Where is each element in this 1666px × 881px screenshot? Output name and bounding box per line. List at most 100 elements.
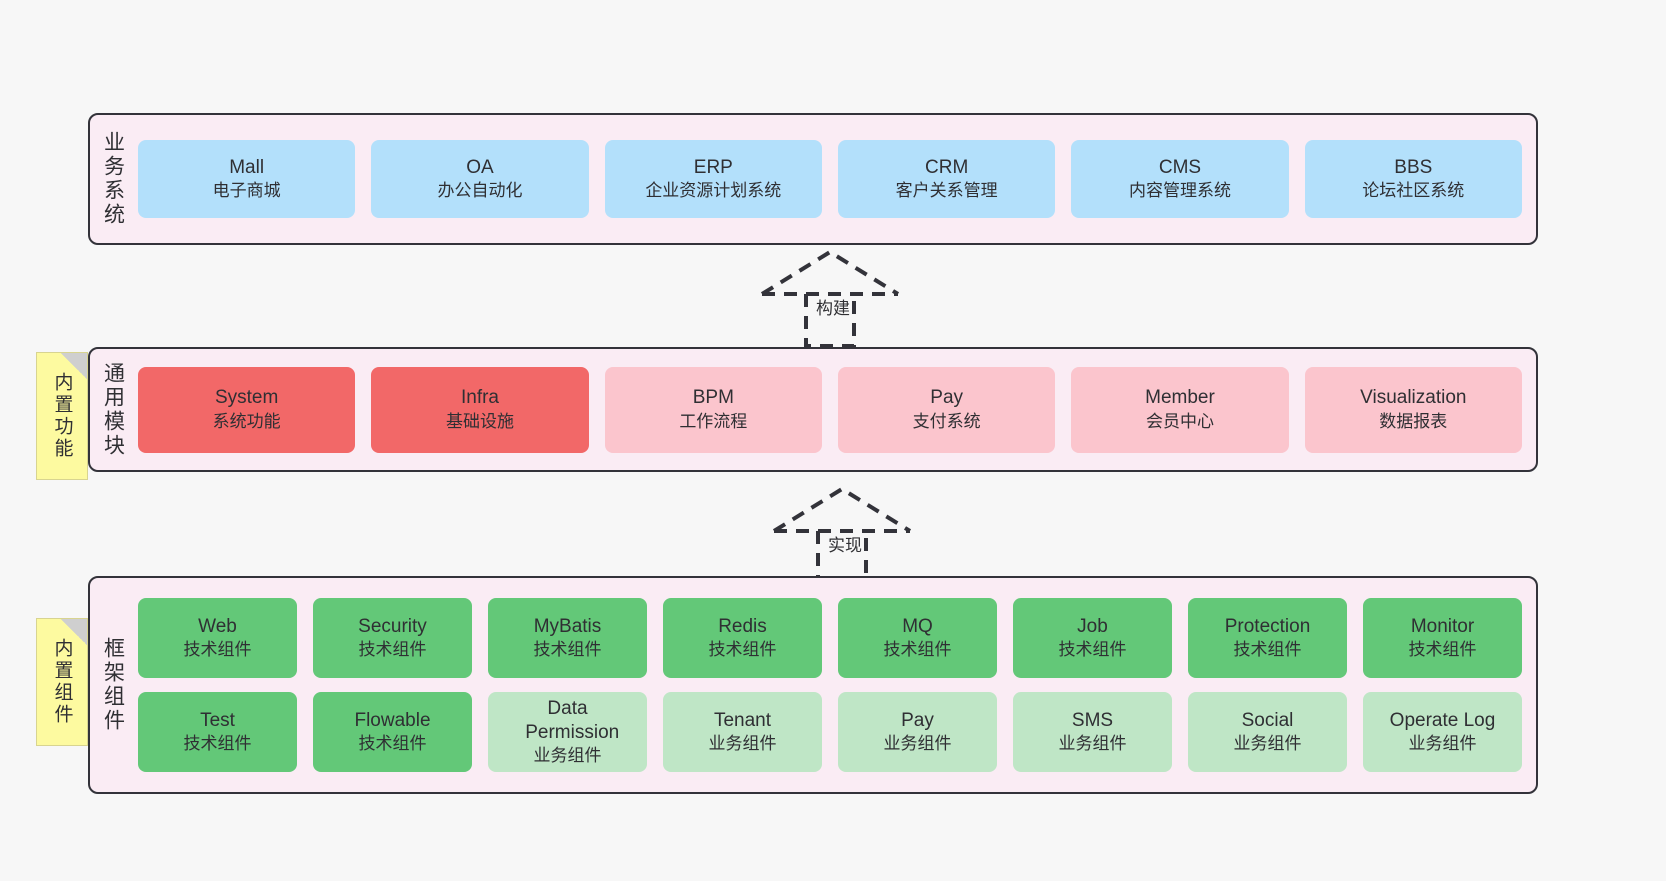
card-sms[interactable]: SMS 业务组件 bbox=[1013, 692, 1172, 772]
card-name: System bbox=[214, 387, 279, 409]
card-desc: 技术组件 bbox=[883, 640, 952, 660]
card-name: Mall bbox=[229, 156, 265, 178]
card-web[interactable]: Web 技术组件 bbox=[138, 598, 297, 678]
card-test[interactable]: Test 技术组件 bbox=[138, 692, 297, 772]
card-name: CRM bbox=[925, 156, 969, 178]
card-name: OA bbox=[466, 156, 494, 178]
card-mybatis[interactable]: MyBatis 技术组件 bbox=[488, 598, 647, 678]
card-name: Visualization bbox=[1360, 387, 1467, 409]
note-label: 内置组件 bbox=[51, 638, 73, 726]
card-name: BBS bbox=[1394, 156, 1433, 178]
card-desc: 基础设施 bbox=[445, 411, 514, 431]
card-desc: 业务组件 bbox=[1233, 734, 1302, 754]
card-desc: 业务组件 bbox=[708, 734, 777, 754]
card-social[interactable]: Social 业务组件 bbox=[1188, 692, 1347, 772]
card-desc: 技术组件 bbox=[358, 640, 427, 660]
card-security[interactable]: Security 技术组件 bbox=[313, 598, 472, 678]
layer-title-common-modules: 通用模块 bbox=[101, 361, 125, 458]
card-desc: 系统功能 bbox=[212, 411, 281, 431]
card-desc: 技术组件 bbox=[183, 734, 252, 754]
card-name: Web bbox=[198, 615, 237, 637]
card-name: SMS bbox=[1071, 709, 1114, 731]
note-builtin-features: 内置功能 bbox=[36, 352, 88, 480]
card-erp[interactable]: ERP 企业资源计划系统 bbox=[604, 140, 822, 218]
card-system[interactable]: System 系统功能 bbox=[138, 366, 356, 453]
card-visualization[interactable]: Visualization 数据报表 bbox=[1304, 366, 1522, 453]
card-name: Data Permission bbox=[525, 697, 620, 744]
card-name: Operate Log bbox=[1389, 709, 1496, 731]
card-redis[interactable]: Redis 技术组件 bbox=[663, 598, 822, 678]
layer-body-business-systems: Mall 电子商城 OA 办公自动化 ERP 企业资源计划系统 CRM 客户关系… bbox=[136, 115, 1536, 243]
card-member[interactable]: Member 会员中心 bbox=[1071, 366, 1289, 453]
layer-title-business-systems: 业务系统 bbox=[101, 131, 125, 227]
card-name: Redis bbox=[718, 615, 767, 637]
card-desc: 数据报表 bbox=[1379, 411, 1448, 431]
card-operate-log[interactable]: Operate Log 业务组件 bbox=[1363, 692, 1522, 772]
card-bpm[interactable]: BPM 工作流程 bbox=[604, 366, 822, 453]
card-name: Monitor bbox=[1410, 615, 1475, 637]
card-desc: 论坛社区系统 bbox=[1362, 181, 1465, 201]
connector-build-label: 构建 bbox=[816, 299, 850, 318]
card-desc: 支付系统 bbox=[912, 411, 981, 431]
card-mall[interactable]: Mall 电子商城 bbox=[138, 140, 356, 218]
card-desc: 电子商城 bbox=[212, 181, 281, 201]
layer-common-modules: 通用模块 System 系统功能 Infra 基础设施 BPM 工作流程 Pay… bbox=[88, 347, 1538, 472]
card-name: MQ bbox=[902, 615, 933, 637]
layer-framework-components: 框架组件 Web 技术组件 Security 技术组件 MyBatis 技术组件… bbox=[88, 576, 1538, 794]
card-name: Pay bbox=[901, 709, 934, 731]
card-desc: 业务组件 bbox=[883, 734, 952, 754]
card-desc: 会员中心 bbox=[1145, 411, 1214, 431]
card-name: Flowable bbox=[354, 709, 431, 731]
card-name: Security bbox=[358, 615, 427, 637]
card-desc: 业务组件 bbox=[533, 746, 602, 766]
card-desc: 客户关系管理 bbox=[895, 181, 998, 201]
connector-implement: 实现 bbox=[772, 485, 912, 585]
card-desc: 技术组件 bbox=[183, 640, 252, 660]
card-row: Mall 电子商城 OA 办公自动化 ERP 企业资源计划系统 CRM 客户关系… bbox=[138, 140, 1522, 218]
card-oa[interactable]: OA 办公自动化 bbox=[371, 140, 589, 218]
card-pay[interactable]: Pay 支付系统 bbox=[837, 366, 1056, 453]
card-name: Member bbox=[1145, 387, 1215, 409]
card-row: Test 技术组件 Flowable 技术组件 Data Permission … bbox=[138, 692, 1522, 772]
card-name: Infra bbox=[460, 387, 499, 409]
card-name: Test bbox=[200, 709, 235, 731]
card-name: CMS bbox=[1158, 156, 1202, 178]
card-name: Pay bbox=[930, 387, 964, 409]
layer-body-common-modules: System 系统功能 Infra 基础设施 BPM 工作流程 Pay 支付系统… bbox=[136, 349, 1536, 470]
card-bbs[interactable]: BBS 论坛社区系统 bbox=[1304, 140, 1522, 218]
card-job[interactable]: Job 技术组件 bbox=[1013, 598, 1172, 678]
connector-implement-label: 实现 bbox=[828, 536, 862, 555]
card-row: Web 技术组件 Security 技术组件 MyBatis 技术组件 Redi… bbox=[138, 598, 1522, 678]
card-desc: 内容管理系统 bbox=[1128, 181, 1231, 201]
card-desc: 技术组件 bbox=[1058, 640, 1127, 660]
card-mq[interactable]: MQ 技术组件 bbox=[838, 598, 997, 678]
card-desc: 技术组件 bbox=[1233, 640, 1302, 660]
card-desc: 技术组件 bbox=[358, 734, 427, 754]
card-name: Social bbox=[1241, 709, 1294, 731]
connector-build: 构建 bbox=[760, 248, 900, 348]
note-fold-corner bbox=[61, 353, 87, 379]
layer-body-framework-components: Web 技术组件 Security 技术组件 MyBatis 技术组件 Redi… bbox=[136, 578, 1536, 792]
card-desc: 办公自动化 bbox=[437, 181, 523, 201]
card-desc: 企业资源计划系统 bbox=[645, 181, 782, 201]
card-pay-component[interactable]: Pay 业务组件 bbox=[838, 692, 997, 772]
card-data-permission[interactable]: Data Permission 业务组件 bbox=[488, 692, 647, 772]
card-name: Protection bbox=[1224, 615, 1311, 637]
card-desc: 工作流程 bbox=[679, 411, 748, 431]
card-tenant[interactable]: Tenant 业务组件 bbox=[663, 692, 822, 772]
layer-title-framework-components: 框架组件 bbox=[101, 637, 125, 733]
note-fold-corner bbox=[61, 619, 87, 645]
card-infra[interactable]: Infra 基础设施 bbox=[371, 366, 589, 453]
card-desc: 业务组件 bbox=[1408, 734, 1477, 754]
card-monitor[interactable]: Monitor 技术组件 bbox=[1363, 598, 1522, 678]
card-desc: 技术组件 bbox=[1408, 640, 1477, 660]
build-arrow-icon bbox=[760, 249, 900, 348]
card-name: BPM bbox=[692, 387, 734, 409]
card-protection[interactable]: Protection 技术组件 bbox=[1188, 598, 1347, 678]
card-desc: 技术组件 bbox=[708, 640, 777, 660]
card-crm[interactable]: CRM 客户关系管理 bbox=[837, 140, 1056, 218]
card-cms[interactable]: CMS 内容管理系统 bbox=[1071, 140, 1289, 218]
card-flowable[interactable]: Flowable 技术组件 bbox=[313, 692, 472, 772]
card-name: ERP bbox=[693, 156, 733, 178]
card-name: MyBatis bbox=[533, 615, 602, 637]
